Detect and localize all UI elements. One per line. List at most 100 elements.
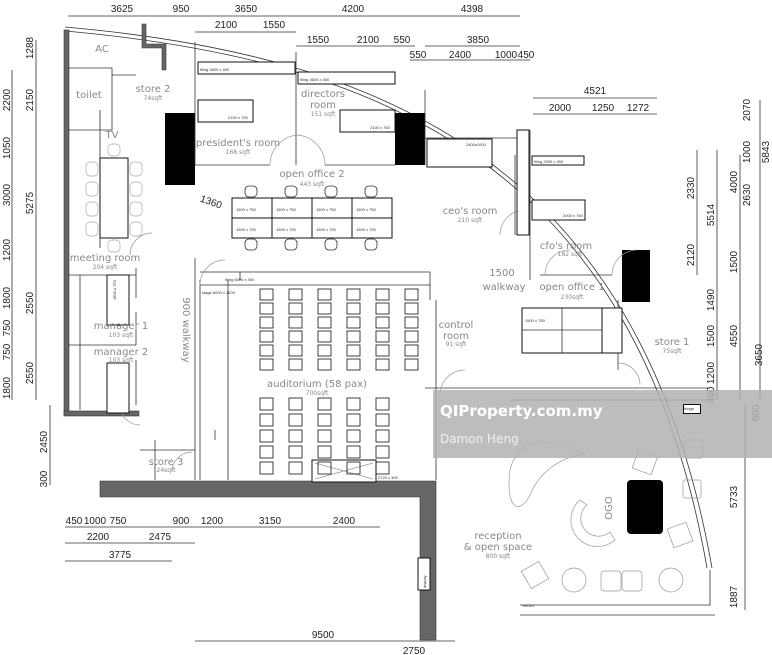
auditorium-chair [288,316,303,329]
dim: 4521 [584,86,607,97]
room-cfo: cfo's room [540,241,592,252]
auditorium-chair [259,461,274,475]
chair [85,161,99,177]
auditorium-chair [346,445,361,459]
auditorium-chair [346,413,361,427]
auditorium-chair [375,302,390,315]
room-toilet: toilet [76,90,102,101]
desk-dividers [522,308,602,353]
toilet-walls [68,67,136,131]
side-desk [601,307,623,354]
auditorium-chair [346,429,361,443]
room-directors: directors [301,89,345,100]
dim: 750 [2,319,13,336]
note: 2100 x 750 [370,125,391,130]
chair [364,238,378,251]
dim: 2330 [686,176,697,199]
room-store-3: store 3 [149,457,184,468]
dim: 3850 [467,35,490,46]
area: 24sqft [157,467,177,474]
desk-size: 1500 x 750 [316,207,337,212]
auditorium-chair [375,429,390,443]
auditorium-chair [259,413,274,427]
round-table [658,567,684,593]
door-swings [119,134,641,473]
watermark-site: QIProperty.com.my [440,402,603,420]
dim: 750 [2,343,13,360]
dim: 5514 [706,203,717,226]
auditorium-chair [288,429,303,443]
dim: 3000 [2,183,13,206]
dim: 2630 [742,183,753,206]
desk-size: 1500 x 750 [236,227,257,232]
watermark-band [433,390,772,458]
filing-cabinet [531,155,585,166]
note: bench [523,603,534,608]
chair [129,201,143,217]
auditorium-chair [317,461,332,475]
area: 168 sqft [226,149,251,156]
chair [107,143,121,157]
shaft-cross [314,462,374,480]
auditorium-chair [375,445,390,459]
area: 74sqft [144,95,164,102]
room-control: control [439,320,474,331]
auditorium-chair [259,344,274,357]
dim: 450 [518,50,535,61]
dim: 4550 [729,324,740,347]
auditorium-chair [404,330,419,343]
chair [129,161,143,177]
dim: 1200 [201,516,224,527]
ottoman [682,479,702,499]
area: 443 sqft [300,181,325,188]
auditorium-chair [259,316,274,329]
area: 91 sqft [446,341,467,348]
chair [85,181,99,197]
auditorium-chair [288,445,303,459]
desk-size: 1500 x 750 [356,227,377,232]
auditorium-chair [404,302,419,315]
cfo-desk [531,199,586,221]
dim: 1500 [706,324,717,347]
auditorium-chair [404,358,419,371]
dim: 550 [410,50,427,61]
auditorium-chair [317,397,332,411]
area: 182 sqft [558,251,583,258]
dim: 1200 [706,361,717,384]
room-store-2: store 2 [136,84,171,95]
chair [85,221,99,237]
dim: 1200 [2,238,13,261]
walkway-1500-label: 1500 [489,268,514,279]
column [395,113,425,165]
chair [324,185,338,198]
auditorium-chair [346,302,361,315]
auditorium-chair [259,288,274,301]
room-ac: AC [95,44,109,55]
logo-text: OGO [604,496,615,520]
auditorium-chair [317,288,332,301]
director-desk [339,109,396,133]
auditorium-chair [288,344,303,357]
dim: 1550 [307,35,330,46]
auditorium-chair [288,413,303,427]
auditorium-chair [259,429,274,443]
area: 103 sqft [109,332,134,339]
auditorium-chair [317,344,332,357]
dim: 2100 [357,35,380,46]
chair [244,238,258,251]
dim: 2475 [149,532,172,543]
dim: 5275 [25,191,36,214]
room-president: president's room [196,138,280,149]
dim: 2550 [25,291,36,314]
auditorium-chair [317,429,332,443]
dim: 1887 [729,585,740,608]
dim: 2200 [87,532,110,543]
bench-outline [520,570,715,616]
auditorium-chair [375,344,390,357]
auditorium-chair [375,413,390,427]
auditorium-chair [317,445,332,459]
auditorium-chair [317,413,332,427]
auditorium-chair [317,302,332,315]
room-reception-2: & open space [464,542,532,553]
